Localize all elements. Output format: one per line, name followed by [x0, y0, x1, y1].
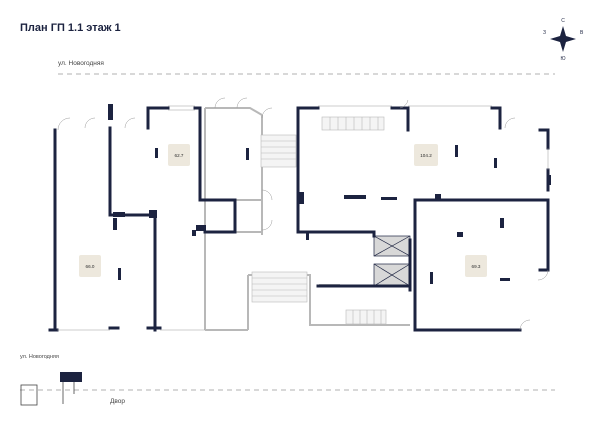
room-tag-69-3: 69.3: [465, 255, 487, 277]
room-area-62-7: 62.7: [175, 153, 184, 158]
windows: [57, 105, 549, 331]
compass-icon: С З В Ю: [543, 18, 584, 62]
compass-letter-n: С: [561, 18, 565, 24]
yard-label: Двор: [110, 398, 126, 405]
stairs-top: [321, 116, 385, 131]
compass-letter-w: З: [543, 30, 546, 36]
compass-letter-e: В: [580, 30, 584, 36]
legend-window-icon: [20, 384, 38, 406]
street-label-top: ул. Новогодняя: [58, 60, 104, 67]
elevators: [373, 235, 411, 287]
stairs-left: [251, 134, 308, 303]
room-area-66-0: 66.0: [86, 264, 95, 269]
stairs-bottom: [345, 309, 387, 325]
room-area-104-2: 104.2: [420, 153, 432, 158]
room-tag-62-7: 62.7: [168, 144, 190, 166]
page-title: План ГП 1.1 этаж 1: [20, 22, 121, 34]
room-tag-66-0: 66.0: [79, 255, 101, 277]
room-tag-104-2: 104.2: [414, 144, 438, 166]
legend-wall-icon: [60, 372, 82, 404]
street-label-bottom: ул. Новогодняя: [20, 354, 59, 360]
room-area-69-3: 69.3: [472, 264, 481, 269]
compass-letter-s: Ю: [560, 56, 565, 62]
wall-fragments: [108, 104, 551, 284]
